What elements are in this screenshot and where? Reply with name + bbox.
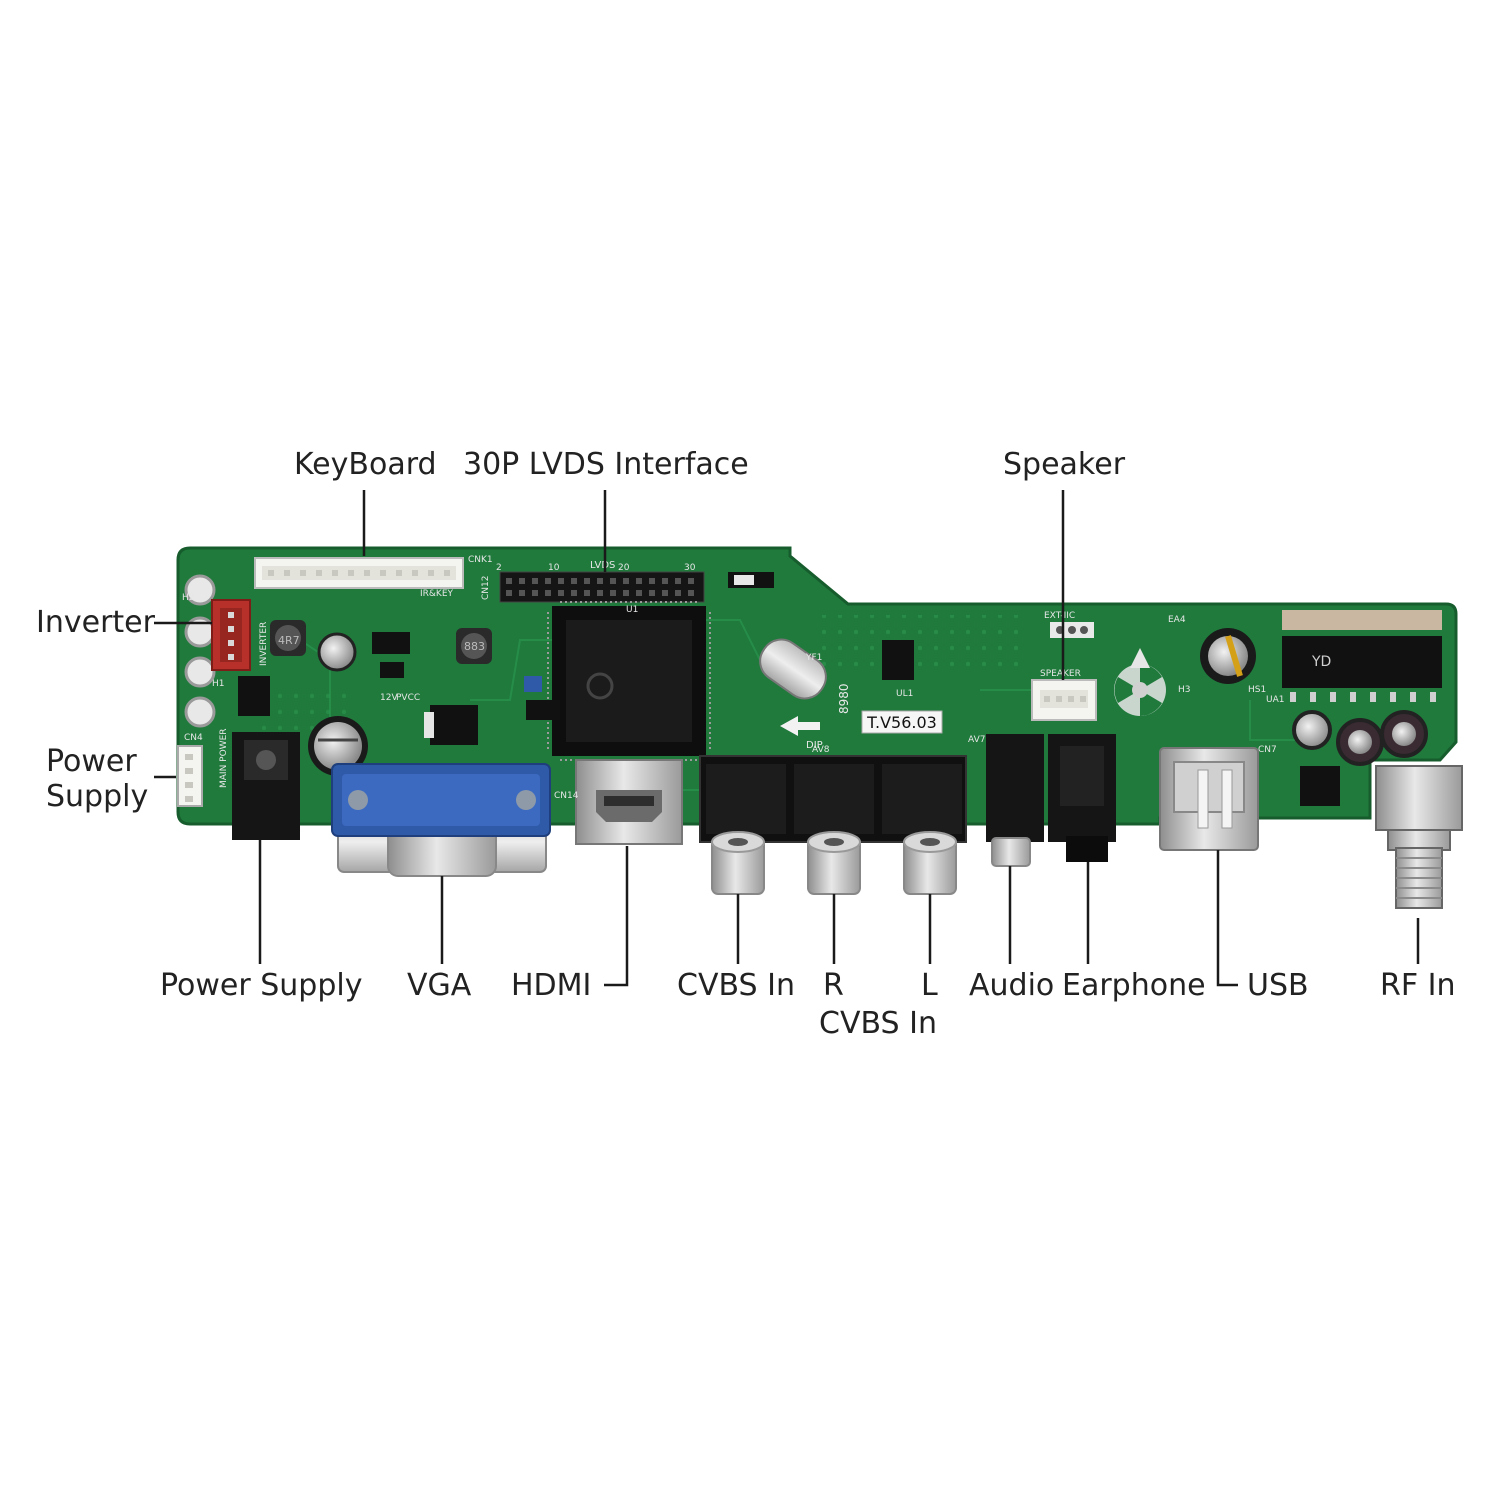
inductor [456, 628, 492, 664]
audio-jack [986, 734, 1044, 867]
label-l: L [921, 968, 938, 1003]
silk-12v: 12V [380, 693, 398, 703]
label-vga: VGA [407, 968, 472, 1003]
amp-chip [882, 640, 914, 680]
capacitor [1336, 718, 1384, 766]
silk-883: 883 [464, 640, 485, 653]
label-keyboard: KeyBoard [294, 447, 437, 482]
label-speaker: Speaker [1003, 447, 1126, 482]
label-r: R [823, 968, 844, 1003]
dip-arrow-icon [780, 716, 820, 736]
trimmer [524, 676, 542, 692]
silk-u1: U1 [626, 605, 638, 615]
voltage-regulator [430, 705, 478, 745]
silk-yd: YD [1311, 654, 1331, 670]
rca-jack-cvbs [711, 831, 765, 895]
label-power-supply-left: Power Supply [46, 744, 149, 814]
tuner-chip [1282, 610, 1442, 702]
earphone-jack [1048, 734, 1116, 862]
silk-lvds: LVDS [590, 560, 615, 571]
silk-cn4: CN4 [184, 733, 203, 743]
silk-hs1: HS1 [1248, 685, 1266, 695]
smd-component [372, 632, 410, 654]
silk-4r7: 4R7 [278, 634, 300, 647]
label-cvbs-in-rl: CVBS In [819, 1006, 937, 1041]
silk-ext-iic: EXT-IIC [1044, 611, 1075, 621]
smd-component [380, 662, 404, 678]
fan-icon [1114, 664, 1166, 716]
silk-cn12: CN12 [481, 576, 491, 600]
silk-yf1: YF1 [805, 653, 822, 663]
silk-h3: H3 [1178, 685, 1191, 695]
label-cvbs-in: CVBS In [677, 968, 795, 1003]
silk-cn7: CN7 [1258, 745, 1277, 755]
silk-pin-10: 10 [548, 563, 560, 573]
lvds-header [499, 571, 705, 603]
main-chip [552, 606, 706, 756]
label-usb: USB [1247, 968, 1309, 1003]
rca-jack-l [903, 831, 957, 895]
silk-cnk1: CNK1 [468, 555, 493, 565]
warning-triangle-icon [1130, 648, 1150, 668]
via-field [820, 615, 1030, 675]
voltage-regulator-tab [424, 712, 434, 738]
mounting-holes [184, 574, 216, 728]
label-rf-in: RF In [1380, 968, 1456, 1003]
label-inverter: Inverter [36, 605, 155, 640]
silk-h1: H1 [212, 679, 225, 689]
inverter-connector [211, 599, 251, 671]
leader-lines [154, 490, 1420, 987]
label-lvds: 30P LVDS Interface [463, 447, 749, 482]
silk-cn14: CN14 [554, 791, 579, 801]
vga-connector [331, 763, 551, 877]
silk-inverter: INVERTER [259, 622, 269, 666]
silk-pin-30: 30 [684, 563, 696, 573]
rca-jack-r [807, 831, 861, 895]
silk-dip: DIP [806, 740, 823, 751]
main-power-connector [177, 745, 203, 807]
smd-component [526, 700, 560, 720]
large-capacitor [308, 716, 368, 776]
leader-hdmi [604, 846, 629, 987]
label-earphone: Earphone [1062, 968, 1206, 1003]
silk-ir-key: IR&KEY [420, 589, 454, 599]
silk-ea4: EA4 [1168, 615, 1186, 625]
smd-component [238, 676, 270, 716]
silk-main-power: MAIN POWER [219, 728, 229, 788]
inductor [270, 620, 306, 656]
smd-component [1300, 766, 1340, 806]
silk-pvcc: PVCC [396, 693, 420, 703]
hdmi-connector [575, 759, 683, 845]
large-capacitor [1200, 628, 1256, 684]
dc-power-jack [232, 732, 300, 840]
model-label-bg [861, 710, 943, 734]
silk-pin-2: 2 [496, 563, 502, 573]
crystal [759, 638, 827, 700]
silk-speaker: SPEAKER [1040, 669, 1081, 679]
silk-ua1: UA1 [1266, 695, 1284, 705]
board-model: T.V56.03 [866, 713, 937, 732]
capacitor [317, 632, 357, 672]
label-audio: Audio [969, 968, 1055, 1003]
silk-h2: H2 [182, 593, 195, 603]
label-power-supply: Power Supply [160, 968, 363, 1003]
leader-usb [1216, 850, 1238, 987]
rf-connector [1375, 765, 1463, 909]
silk-av8: AV8 [812, 745, 830, 755]
speaker-connector [1031, 679, 1097, 721]
capacitor [1380, 710, 1428, 758]
label-hdmi: HDMI [511, 968, 592, 1003]
silk-ul1: UL1 [896, 689, 913, 699]
smd-component [734, 575, 754, 585]
silk-8980: 8980 [837, 683, 851, 714]
keyboard-connector [254, 557, 464, 589]
silk-av7: AV7 [968, 735, 985, 745]
usb-connector [1159, 747, 1259, 851]
capacitor [1292, 710, 1332, 750]
rca-block [699, 755, 967, 843]
silk-pin-20: 20 [618, 563, 630, 573]
